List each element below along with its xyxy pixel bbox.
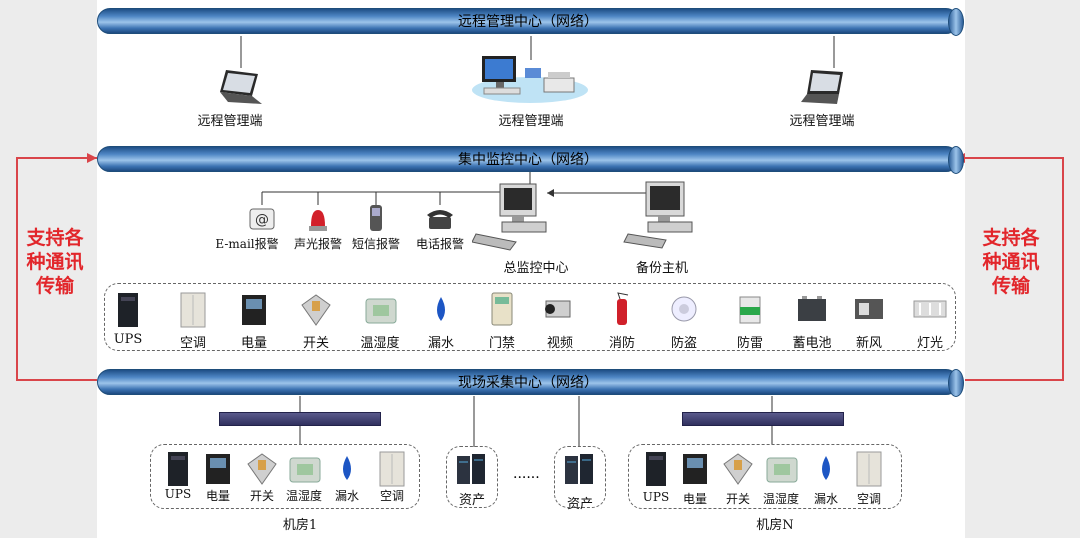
asset-label: 资产	[566, 497, 593, 512]
asset-group	[446, 446, 498, 508]
laptop-icon	[801, 70, 843, 104]
power-meter-icon	[206, 454, 230, 484]
device-label: 门禁	[488, 336, 515, 351]
alarm-label-email: E-mail报警	[215, 237, 279, 251]
switch-icon	[247, 453, 277, 485]
remote-terminal-label: 远程管理端	[498, 114, 564, 129]
device-label: 灯光	[916, 336, 943, 351]
device-label: UPS	[113, 332, 143, 347]
email-icon: @	[249, 208, 275, 230]
central-network-bus: 集中监控中心（网络）	[97, 146, 964, 174]
side-note-right: 支持各种通讯传输	[982, 227, 1040, 297]
right-loop-line	[965, 157, 1064, 381]
fresh-air-icon	[855, 299, 883, 319]
device-label: 温湿度	[762, 492, 799, 506]
power-meter-icon	[683, 454, 707, 484]
left-loop-line	[16, 157, 97, 381]
device-label: 漏水	[334, 489, 359, 503]
side-note-left: 支持各种通讯传输	[26, 227, 84, 297]
server-rack-icon	[457, 454, 485, 484]
device-label: 电量	[682, 492, 707, 506]
switch-icon	[301, 294, 331, 326]
left-loop-arrowhead	[87, 153, 97, 163]
water-leak-icon	[822, 456, 830, 480]
svg-text:@: @	[255, 212, 269, 228]
device-label: 蓄电池	[792, 336, 832, 351]
device-label: 电量	[205, 489, 230, 503]
remote-terminal-label: 远程管理端	[197, 114, 263, 129]
temp-humidity-sensor-icon	[766, 457, 798, 483]
device-label: 开关	[725, 492, 750, 506]
alarm-label-sms: 短信报警	[351, 237, 400, 251]
device-label: 漏水	[813, 492, 838, 506]
central-bus-label: 集中监控中心（网络）	[458, 152, 598, 168]
main-computer-icon	[472, 183, 547, 251]
ellipsis-text: ......	[513, 466, 540, 482]
temp-humidity-sensor-icon	[365, 298, 397, 324]
air-conditioner-icon	[856, 451, 882, 487]
device-label: 视频	[546, 336, 573, 351]
workstation-icon	[472, 56, 588, 103]
device-label: 电量	[240, 336, 267, 351]
device-label: 温湿度	[285, 489, 322, 503]
device-label: 空调	[379, 489, 404, 503]
device-label: 防盗	[670, 336, 697, 351]
alarm-label-phone: 电话报警	[415, 237, 464, 251]
ups-icon	[118, 293, 138, 327]
surge-protector-icon	[739, 296, 761, 324]
collector-rack-unit	[682, 412, 844, 426]
backup-computer-icon	[623, 181, 693, 249]
power-meter-icon	[242, 295, 266, 325]
water-leak-icon	[437, 297, 445, 321]
device-label: UPS	[642, 490, 670, 504]
device-label: 空调	[856, 492, 881, 506]
device-label: 漏水	[427, 336, 454, 351]
telephone-icon	[427, 210, 453, 229]
device-group	[104, 283, 956, 351]
roomN-label: 机房N	[756, 518, 794, 533]
alarm-label-siren: 声光报警	[293, 237, 342, 251]
temp-humidity-sensor-icon	[289, 457, 321, 483]
mobile-phone-icon	[370, 205, 382, 231]
backup-host-label: 备份主机	[635, 261, 688, 276]
siren-icon	[309, 210, 327, 231]
ups-icon	[646, 452, 666, 486]
air-conditioner-icon	[379, 451, 405, 487]
water-leak-icon	[343, 456, 351, 480]
server-rack-icon	[565, 454, 593, 484]
switch-icon	[723, 453, 753, 485]
air-conditioner-icon	[180, 292, 206, 328]
remote-bus-label: 远程管理中心（网络）	[458, 14, 598, 30]
camera-icon	[545, 300, 571, 318]
field-bus-label: 现场采集中心（网络）	[458, 375, 598, 391]
device-label: 防雷	[736, 336, 763, 351]
access-control-icon	[491, 292, 513, 326]
roomN-group	[628, 444, 902, 509]
anti-theft-sensor-icon	[671, 296, 697, 322]
asset-group	[554, 446, 606, 508]
device-label: 新风	[855, 336, 882, 351]
collector-rack-unit	[219, 412, 381, 426]
field-network-bus: 现场采集中心（网络）	[97, 369, 964, 397]
light-icon	[913, 300, 947, 318]
device-label: 消防	[608, 336, 635, 351]
laptop-icon	[220, 70, 262, 104]
room1-group	[150, 444, 420, 509]
remote-terminal-label: 远程管理端	[789, 114, 855, 129]
battery-icon	[798, 296, 826, 321]
remote-network-bus: 远程管理中心（网络）	[97, 8, 964, 36]
device-label: 空调	[179, 336, 206, 351]
device-label: 开关	[302, 336, 329, 351]
asset-label: 资产	[458, 493, 485, 508]
device-label: 开关	[249, 489, 274, 503]
ups-icon	[168, 452, 188, 486]
device-label: 温湿度	[360, 336, 400, 351]
main-host-label: 总监控中心	[503, 261, 569, 276]
fire-extinguisher-icon	[617, 292, 629, 325]
room1-label: 机房1	[282, 518, 318, 533]
device-label: UPS	[164, 487, 192, 501]
